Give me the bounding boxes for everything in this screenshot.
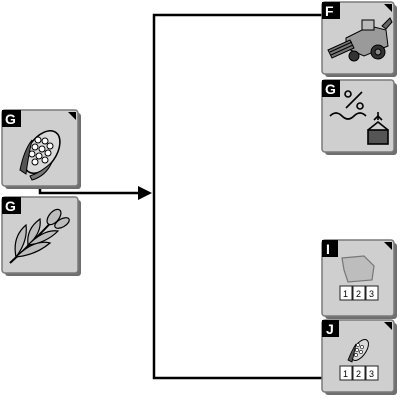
field-area-icon	[341, 255, 375, 283]
bracket-line	[152, 13, 322, 380]
wheat-stalk-icon	[9, 208, 70, 264]
sequence-number: 1	[343, 289, 348, 299]
tile-wheat[interactable]: G	[1, 196, 81, 276]
sequence-boxes: 1 2 3	[339, 365, 379, 381]
tile-crop[interactable]: J 1 2 3	[321, 319, 397, 395]
tile-badge: J	[326, 321, 334, 337]
connector-lines	[38, 13, 322, 380]
arrow-head	[138, 186, 152, 200]
sequence-number: 1	[343, 369, 348, 379]
corn-cob-small-icon	[347, 339, 369, 363]
sequence-number: 3	[369, 289, 374, 299]
tile-badge: F	[325, 3, 334, 19]
tile-field[interactable]: I 1 2 3	[321, 239, 397, 319]
sequence-boxes: 1 2 3	[339, 285, 379, 301]
tile-moisture[interactable]: G	[321, 79, 397, 155]
sequence-number: 2	[356, 289, 361, 299]
moisture-scale-icon	[329, 90, 389, 145]
sequence-number: 2	[356, 369, 361, 379]
combine-harvester-icon	[327, 17, 393, 62]
tile-badge: G	[5, 111, 16, 127]
tile-badge: I	[326, 241, 330, 257]
tile-harvester[interactable]: F	[321, 1, 397, 77]
tile-badge: G	[5, 198, 16, 214]
sequence-number: 3	[369, 369, 374, 379]
tile-corn[interactable]: G	[1, 109, 81, 189]
tile-badge: G	[325, 81, 336, 97]
corn-cob-icon	[19, 130, 61, 181]
